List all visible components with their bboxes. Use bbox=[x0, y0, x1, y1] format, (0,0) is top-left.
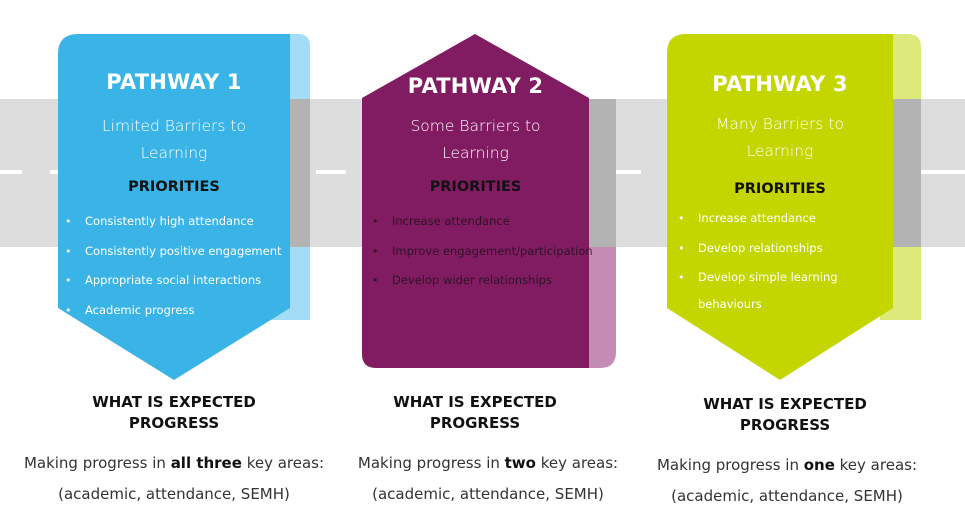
pathway-2-card: PATHWAY 2 Some Barriers to Learning PRIO… bbox=[362, 0, 593, 368]
pathway-3-subtitle-line1: Many Barriers to bbox=[716, 115, 844, 133]
pathway-1-priorities-list: Consistently high attendance Consistentl… bbox=[65, 214, 290, 332]
pathway-1-subtitle-line1: Limited Barriers to bbox=[102, 117, 246, 135]
pathway-1-progress-text: Making progress in all three key areas: … bbox=[23, 454, 325, 503]
road-dash bbox=[50, 170, 60, 174]
pathway-2-progress-text: Making progress in two key areas: (acade… bbox=[357, 454, 619, 503]
pathway-3-card: PATHWAY 3 Many Barriers to Learning PRIO… bbox=[667, 0, 893, 380]
pathway-2-priorities-heading: PRIORITIES bbox=[429, 179, 522, 195]
list-item: Increase attendance bbox=[678, 211, 878, 241]
pathway-3-expected-heading: WHAT IS EXPECTED PROGRESS bbox=[703, 395, 867, 434]
pathway-3-title: PATHWAY 3 bbox=[712, 72, 848, 96]
pathway-3-priorities-list: Increase attendance Develop relationship… bbox=[678, 211, 878, 320]
road-dash bbox=[0, 170, 22, 174]
pathway-1-priorities-heading: PRIORITIES bbox=[128, 179, 220, 195]
list-item: Appropriate social interactions bbox=[65, 273, 290, 303]
list-item: Improve engagement/participation bbox=[372, 244, 597, 274]
list-item: Consistently high attendance bbox=[65, 214, 290, 244]
list-item: Academic progress bbox=[65, 303, 290, 333]
pathway-2-subtitle-line1: Some Barriers to bbox=[410, 117, 541, 135]
pathway-2-priorities-list: Increase attendance Improve engagement/p… bbox=[372, 214, 597, 303]
pathway-1-expected-heading: WHAT IS EXPECTED PROGRESS bbox=[92, 393, 256, 432]
list-item: Consistently positive engagement bbox=[65, 244, 290, 274]
pathway-3-priorities-heading: PRIORITIES bbox=[734, 181, 826, 197]
list-item: Develop relationships bbox=[678, 241, 878, 271]
pathway-2-subtitle-line2: Learning bbox=[442, 144, 509, 162]
pathway-1-subtitle-line2: Learning bbox=[140, 144, 208, 162]
pathway-3-subtitle-line2: Learning bbox=[746, 142, 814, 160]
pathway-2-title: PATHWAY 2 bbox=[407, 74, 544, 98]
pathway-3-progress-text: Making progress in one key areas: (acade… bbox=[656, 456, 918, 505]
road-dash bbox=[921, 170, 965, 174]
list-item: Develop simple learning behaviours bbox=[678, 264, 878, 320]
road-dash bbox=[613, 170, 641, 174]
list-item: Increase attendance bbox=[372, 214, 597, 244]
road-dash bbox=[316, 170, 346, 174]
pathway-1-title: PATHWAY 1 bbox=[106, 70, 242, 94]
pathway-2-expected-heading: WHAT IS EXPECTED PROGRESS bbox=[393, 393, 557, 432]
list-item: Develop wider relationships bbox=[372, 273, 597, 303]
pathway-1-card: PATHWAY 1 Limited Barriers to Learning P… bbox=[58, 0, 290, 380]
